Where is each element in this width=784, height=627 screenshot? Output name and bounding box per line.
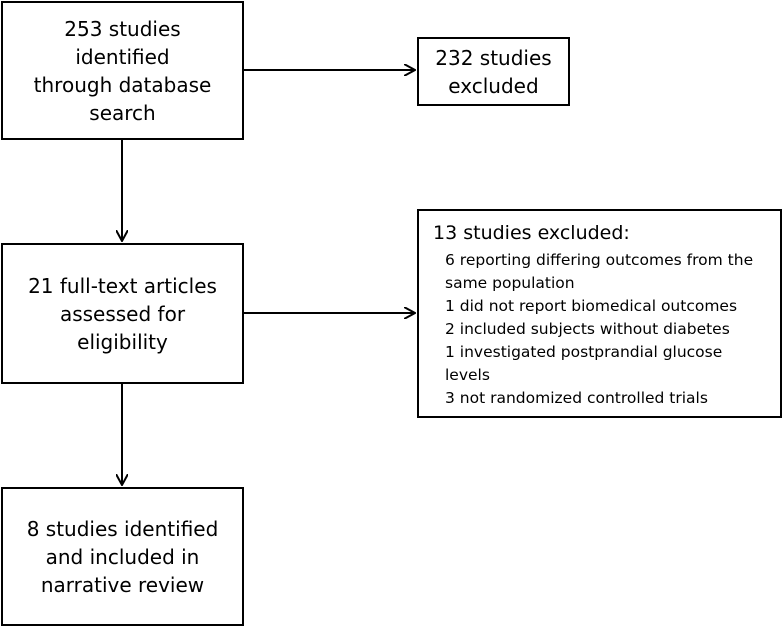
exclusion-reasons-list: 6 reporting differing outcomes from the … (433, 249, 770, 410)
exclusion-reason-item: 3 not randomized controlled trials (445, 389, 708, 407)
identified-studies-line: search (89, 100, 156, 125)
exclusion-reason-item: 6 reporting differing outcomes from the (445, 251, 754, 269)
exclusion-reason-item: 1 did not report biomedical outcomes (445, 297, 738, 315)
included-studies-line: and included in (45, 544, 200, 569)
identified-studies-line: 253 studies identified (64, 16, 181, 69)
exclusion-reason-item: levels (445, 366, 490, 384)
excluded-studies-line: excluded (448, 73, 539, 98)
exclusion-reason-item: 2 included subjects without diabetes (445, 320, 730, 338)
identified-studies-box: 253 studies identified through database … (1, 1, 244, 140)
included-studies-line: narrative review (40, 572, 205, 597)
excluded-studies-box: 232 studies excluded (417, 37, 570, 106)
full-text-assessment-line: assessed for eligibility (59, 301, 186, 354)
full-text-assessment-box: 21 full-text articles assessed for eligi… (1, 243, 244, 384)
included-studies-box: 8 studies identified and included in nar… (1, 487, 244, 626)
exclusion-reason-item: same population (445, 274, 575, 292)
included-studies-text: 8 studies identified and included in nar… (27, 515, 219, 599)
included-studies-line: 8 studies identified (26, 516, 219, 541)
exclusion-reasons-box: 13 studies excluded: 6 reporting differi… (417, 209, 782, 418)
full-text-assessment-line: 21 full-text articles (28, 273, 217, 298)
exclusion-reasons-heading: 13 studies excluded: (433, 222, 630, 244)
exclusion-reason-item: 1 investigated postprandial glucose (445, 343, 723, 361)
excluded-studies-line: 232 studies (435, 45, 552, 70)
excluded-studies-text: 232 studies excluded (435, 44, 551, 100)
identified-studies-line: through database (33, 72, 212, 97)
identified-studies-text: 253 studies identified through database … (15, 15, 230, 127)
full-text-assessment-text: 21 full-text articles assessed for eligi… (15, 272, 230, 356)
